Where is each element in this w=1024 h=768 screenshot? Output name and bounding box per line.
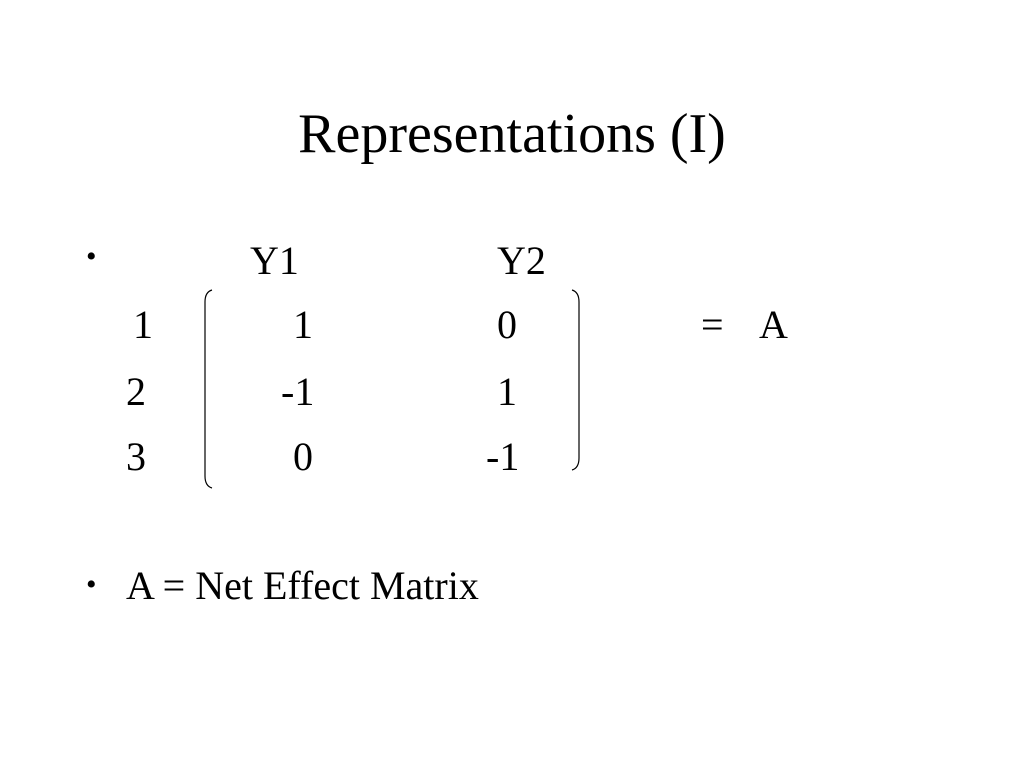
matrix-name: A <box>759 302 788 347</box>
slide-title: Representations (I) <box>298 103 726 165</box>
bullet-two-marker: • <box>86 568 97 601</box>
matrix-right-bracket <box>571 289 580 471</box>
row-label-2: 2 <box>126 369 146 414</box>
row-label-1: 1 <box>133 302 153 347</box>
equals-sign: = <box>701 302 724 347</box>
matrix-cell: 1 <box>293 302 313 347</box>
matrix-cell: 1 <box>497 369 517 414</box>
matrix-cell: -1 <box>486 434 520 479</box>
matrix-cell: 0 <box>293 434 313 479</box>
matrix-cell: 0 <box>497 302 517 347</box>
column-header-y1: Y1 <box>250 238 299 283</box>
matrix-cell: -1 <box>281 369 315 414</box>
bullet-one-marker: • <box>86 240 97 273</box>
matrix-left-bracket <box>204 289 213 489</box>
column-header-y2: Y2 <box>497 238 546 283</box>
bullet-two-text: A = Net Effect Matrix <box>126 563 479 608</box>
row-label-3: 3 <box>126 434 146 479</box>
